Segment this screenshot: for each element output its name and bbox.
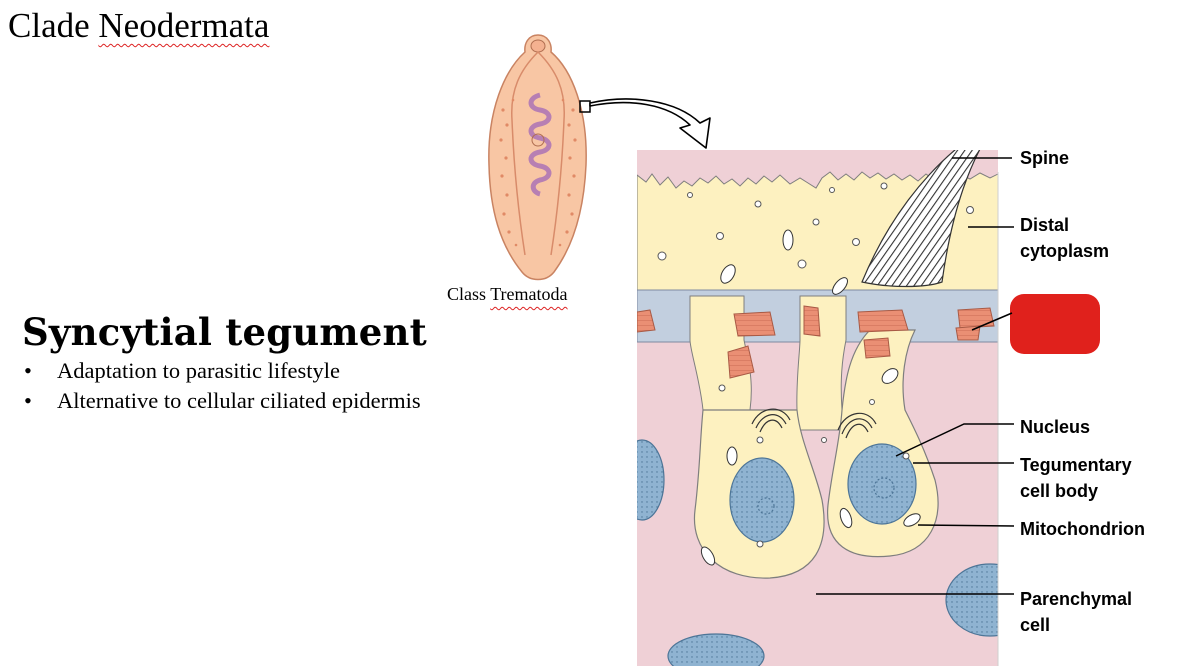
label-parenchymal-cell: Parenchymal cell xyxy=(1020,589,1133,635)
label-mitochondrion: Mitochondrion xyxy=(1020,519,1145,539)
muscle-bundles xyxy=(637,305,995,379)
bullet-list: • Adaptation to parasitic lifestyle • Alte… xyxy=(24,356,421,416)
worm-uterus xyxy=(528,92,552,197)
bullet-glyph: • xyxy=(24,388,32,413)
label-spine: Spine xyxy=(1020,148,1070,168)
mitochondria xyxy=(700,229,921,566)
bullet-text: Adaptation to parasitic lifestyle xyxy=(57,358,341,383)
label-distal-cytoplasm: Distal cytoplasm xyxy=(1020,215,1110,261)
vitellaria-dots xyxy=(499,98,577,247)
tegument-cross-section xyxy=(637,150,998,666)
bullet-item: • Adaptation to parasitic lifestyle xyxy=(24,356,421,386)
slide-title-prefix: Clade xyxy=(8,6,99,45)
worm-body xyxy=(488,34,587,281)
zoom-arrow xyxy=(589,98,711,149)
golgi-apparatus xyxy=(751,408,877,439)
leader-lines xyxy=(816,157,1015,595)
slide-title: Clade Neodermata xyxy=(8,6,269,46)
trematoda-caption: Class Trematoda xyxy=(447,284,568,305)
caption-term: Trematoda xyxy=(490,284,568,304)
label-tegumentary-cell-body: Tegumentary cell body xyxy=(1020,455,1132,501)
worm-ventral-sucker xyxy=(531,133,545,147)
bullet-text: Alternative to cellular ciliated epiderm… xyxy=(57,388,421,413)
redaction-block xyxy=(1010,294,1100,354)
slide-title-term: Neodermata xyxy=(98,6,270,45)
label-nucleus: Nucleus xyxy=(1020,417,1091,437)
trematode-illustration xyxy=(488,34,591,281)
spine-shape xyxy=(861,150,981,288)
caption-prefix: Class xyxy=(447,284,491,304)
worm-gut xyxy=(511,51,565,256)
oral-sucker xyxy=(530,39,546,53)
bullet-item: • Alternative to cellular ciliated epider… xyxy=(24,386,421,416)
vesicles xyxy=(657,182,974,548)
bullet-glyph: • xyxy=(24,358,32,383)
section-heading: Syncytial tegument xyxy=(22,310,427,354)
tegument-nuclei xyxy=(729,443,917,543)
parenchymal-nuclei xyxy=(637,439,998,666)
